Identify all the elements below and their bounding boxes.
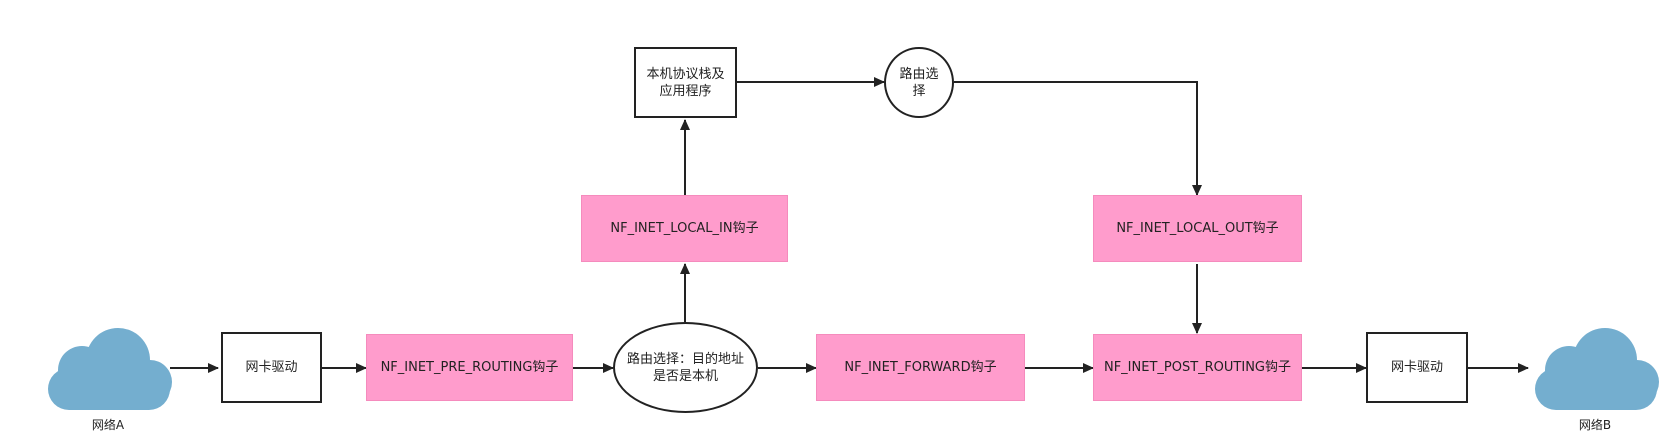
network-b-label: 网络B xyxy=(1578,418,1612,432)
route-decision-node: 路由选择：目的地址是否是本机 xyxy=(613,322,758,413)
pre-routing-hook-label: NF_INET_PRE_ROUTING钩子 xyxy=(380,360,559,375)
cloud-a-icon xyxy=(48,328,172,410)
route-select-node: 路由选择 xyxy=(884,47,954,118)
cloud-b-icon xyxy=(1535,328,1659,410)
post-routing-hook: NF_INET_POST_ROUTING钩子 xyxy=(1093,334,1302,401)
network-a-label: 网络A xyxy=(91,418,125,432)
forward-hook: NF_INET_FORWARD钩子 xyxy=(816,334,1025,401)
local-stack-node: 本机协议栈及应用程序 xyxy=(634,47,737,118)
nic-driver-a-label: 网卡驱动 xyxy=(245,360,298,375)
pre-routing-hook: NF_INET_PRE_ROUTING钩子 xyxy=(366,334,573,401)
route-decision-label: 路由选择：目的地址是否是本机 xyxy=(627,351,745,384)
edge-route-select-to-local-out xyxy=(954,81,1202,196)
local-out-hook: NF_INET_LOCAL_OUT钩子 xyxy=(1093,195,1302,262)
local-out-hook-label: NF_INET_LOCAL_OUT钩子 xyxy=(1116,221,1279,236)
nic-driver-b-label: 网卡驱动 xyxy=(1390,360,1443,375)
nic-driver-b: 网卡驱动 xyxy=(1366,332,1468,403)
route-select-label: 路由选择 xyxy=(899,66,939,99)
forward-hook-label: NF_INET_FORWARD钩子 xyxy=(844,360,997,375)
local-in-hook: NF_INET_LOCAL_IN钩子 xyxy=(581,195,788,262)
nic-driver-a: 网卡驱动 xyxy=(221,332,322,403)
local-in-hook-label: NF_INET_LOCAL_IN钩子 xyxy=(610,221,759,236)
local-stack-label: 本机协议栈及应用程序 xyxy=(646,66,725,99)
post-routing-hook-label: NF_INET_POST_ROUTING钩子 xyxy=(1103,360,1292,375)
